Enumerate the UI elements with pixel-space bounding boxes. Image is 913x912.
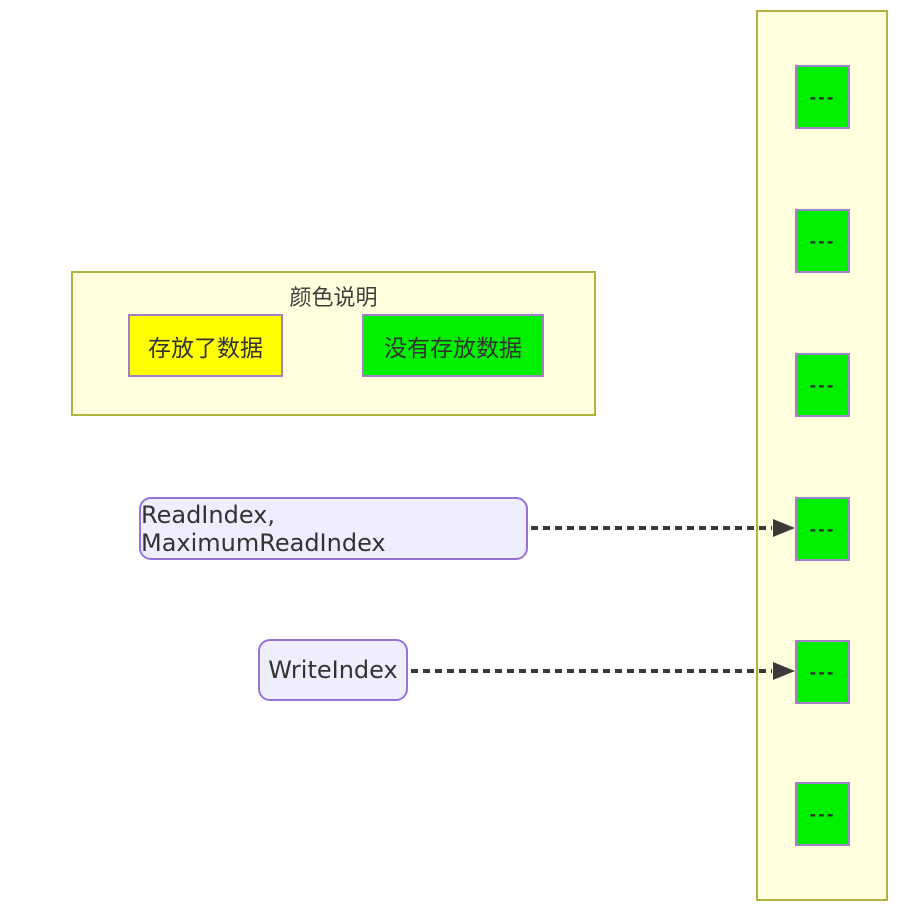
legend-title: 颜色说明	[289, 286, 378, 311]
buffer-cell: ---	[795, 209, 850, 273]
buffer-cell-write-target: ---	[795, 640, 850, 704]
buffer-column	[756, 10, 888, 901]
writeindex-arrow	[411, 662, 795, 680]
legend-box: 颜色说明 存放了数据 没有存放数据	[71, 271, 596, 416]
pointer-writeindex-label: WriteIndex	[258, 639, 408, 701]
pointer-readindex-label: ReadIndex, MaximumReadIndex	[139, 497, 528, 560]
legend-item-has-data: 存放了数据	[128, 314, 283, 377]
buffer-cell-read-target: ---	[795, 497, 850, 561]
buffer-cell: ---	[795, 353, 850, 417]
legend-item-empty: 没有存放数据	[362, 314, 544, 377]
buffer-cell: ---	[795, 782, 850, 846]
buffer-cell: ---	[795, 65, 850, 129]
